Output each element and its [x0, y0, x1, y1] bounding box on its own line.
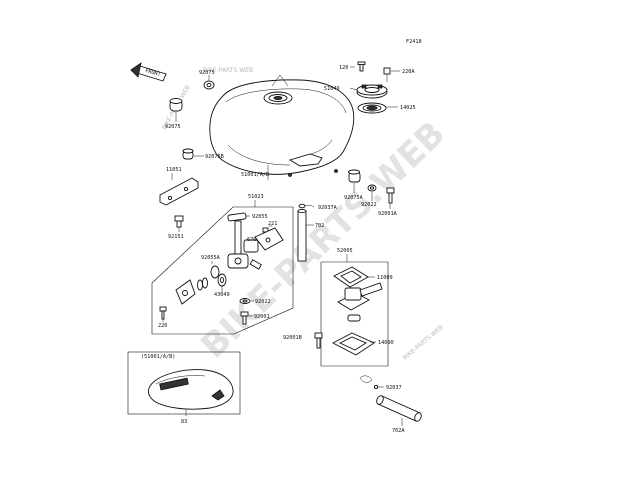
label-220: 220: [158, 323, 167, 329]
sender-unit-icon: [337, 282, 383, 322]
bolt-92001a-icon: [386, 187, 395, 204]
label-221: 221: [268, 221, 277, 227]
label-83: 83: [181, 419, 187, 425]
label-92022: 92022: [361, 202, 377, 208]
label-51001-paren: (51001/A/B): [141, 354, 175, 360]
label-92075-lower: 92075: [165, 124, 181, 130]
label-92055a: 92055A: [201, 255, 221, 261]
fuel-cock-frame: [151, 206, 294, 335]
label-52005: 52005: [337, 248, 353, 254]
gasket-11009-icon: [333, 266, 369, 288]
screw-120-icon: [357, 61, 366, 72]
label-51023: 51023: [248, 194, 264, 200]
cover-14090-icon: [332, 332, 375, 356]
label-702a: 702A: [392, 428, 405, 434]
label-14090: 14090: [378, 340, 394, 346]
gauge-frame: [320, 261, 389, 367]
washer-92022-icon: [239, 298, 251, 304]
bolt-92001b-icon: [314, 332, 323, 349]
label-92075a: 92075A: [344, 195, 364, 201]
fuel-tank-icon: [209, 79, 355, 177]
bolt-92001-icon: [240, 311, 249, 325]
plate-fuel-cock-icon: [254, 227, 284, 251]
collar-92022-icon: [367, 184, 377, 192]
label-92055: 92055: [252, 214, 268, 220]
hose-702a-icon: [376, 395, 422, 422]
rubber-92075a-icon: [348, 169, 361, 183]
grommet-92075b-icon: [182, 148, 194, 160]
label-120: 120: [339, 65, 348, 71]
bushing-92075-icon: [203, 80, 215, 90]
label-92037: 92037: [386, 385, 402, 391]
diagram-id: F2418: [406, 39, 422, 45]
label-702: 702: [315, 223, 324, 229]
hose-702-icon: [297, 208, 307, 262]
label-92037a: 92037A: [318, 205, 338, 211]
seal-43049-icon: [217, 273, 227, 287]
oring-92055a-icon: [210, 265, 220, 279]
bushing-92075-lower-icon: [169, 98, 183, 112]
label-92151: 92151: [168, 234, 184, 240]
clip-92037a-icon: [298, 203, 315, 209]
emblem-frame: [127, 351, 241, 415]
label-11009: 11009: [377, 275, 393, 281]
label-92001a: 92001A: [378, 211, 398, 217]
bracket-11051-icon: [159, 177, 199, 206]
label-51049: 51049: [324, 86, 340, 92]
label-14025: 14025: [400, 105, 416, 111]
fuel-cock-body-icon: [227, 220, 262, 270]
spring-icon: [197, 277, 208, 291]
gasket-92055-icon: [227, 212, 247, 222]
label-670: 670: [247, 237, 256, 243]
tank-emblem-icon: [147, 369, 234, 410]
clip-92037-icon: [359, 375, 379, 390]
label-92001b: 92001B: [283, 335, 302, 341]
bolt-92151-icon: [174, 215, 184, 228]
screw-220-icon: [159, 306, 167, 320]
label-51001: 51001/A/B: [241, 172, 269, 178]
front-arrow-icon: FRONT: [130, 62, 167, 82]
gasket-14025-icon: [357, 102, 387, 114]
label-92075b: 92075B: [205, 154, 224, 160]
label-11051: 11051: [166, 167, 182, 173]
label-92001: 92001: [254, 314, 270, 320]
lever-plate-icon: [175, 279, 196, 305]
watermark-small-top: BIKE-PARTS.WEB: [203, 67, 253, 74]
label-92075-top: 92075: [199, 70, 215, 76]
label-220a: 220A: [402, 69, 415, 75]
label-92022-cock: 92022: [255, 299, 271, 305]
watermark-small-right: BIKE-PARTS.WEB: [402, 324, 445, 362]
fuel-cap-51049-icon: [356, 84, 388, 99]
bolt-220a-icon: [383, 67, 391, 82]
label-43049: 43049: [214, 292, 230, 298]
front-label: FRONT: [144, 68, 161, 78]
